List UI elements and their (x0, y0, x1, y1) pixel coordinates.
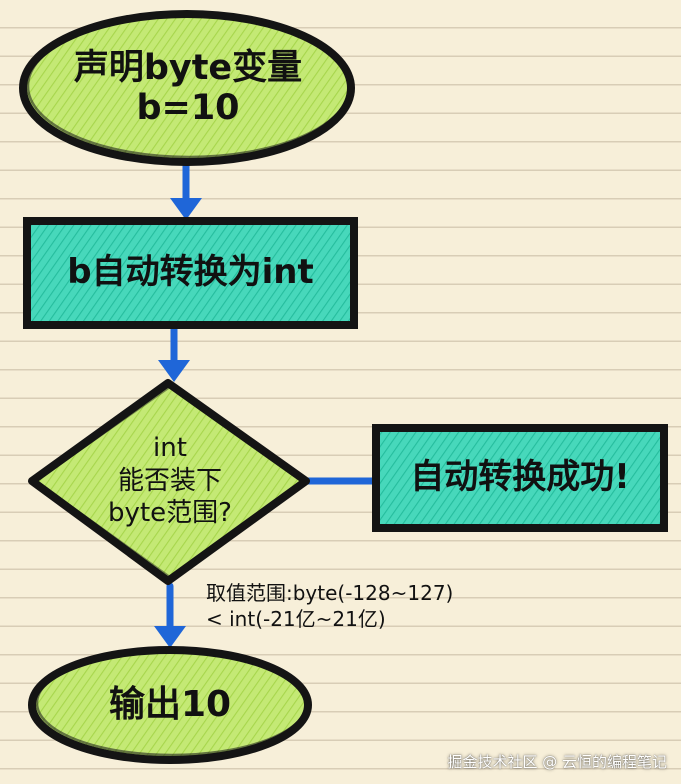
start-node-line1: 声明byte变量 (73, 47, 303, 88)
decision-diamond (28, 379, 310, 585)
end-ellipse (28, 646, 312, 764)
end-node-label: 输出10 (40, 660, 300, 750)
watermark: 掘金技术社区 @ 云恒的编程笔记 (447, 753, 667, 771)
success-node-label: 自动转换成功! (376, 428, 664, 528)
success-node-text: 自动转换成功! (410, 457, 630, 498)
convert-process-box (23, 217, 358, 329)
arrow-convert-to-decision (158, 321, 190, 382)
decision-node-label: int 能否装下 byte范围? (70, 415, 270, 547)
start-ellipse (19, 10, 355, 166)
start-node-line2: b=10 (136, 88, 240, 128)
start-node-label: 声明byte变量 b=10 (40, 40, 336, 136)
range-annotation-line2: < int(-21亿~21亿) (206, 607, 386, 631)
range-annotation: 取值范围:byte(-128~127) < int(-21亿~21亿) (206, 580, 453, 632)
decision-node-line3: byte范围? (108, 498, 232, 529)
convert-node-text: b自动转换为int (67, 252, 314, 293)
convert-node-label: b自动转换为int (27, 221, 354, 325)
decision-node-line1: int (153, 433, 187, 464)
arrow-decision-to-end (154, 582, 186, 648)
range-annotation-line1: 取值范围:byte(-128~127) (206, 581, 454, 605)
arrow-start-to-convert (170, 162, 202, 220)
end-node-text: 输出10 (108, 684, 232, 726)
success-process-box (372, 424, 668, 532)
decision-node-line2: 能否装下 (117, 465, 222, 496)
